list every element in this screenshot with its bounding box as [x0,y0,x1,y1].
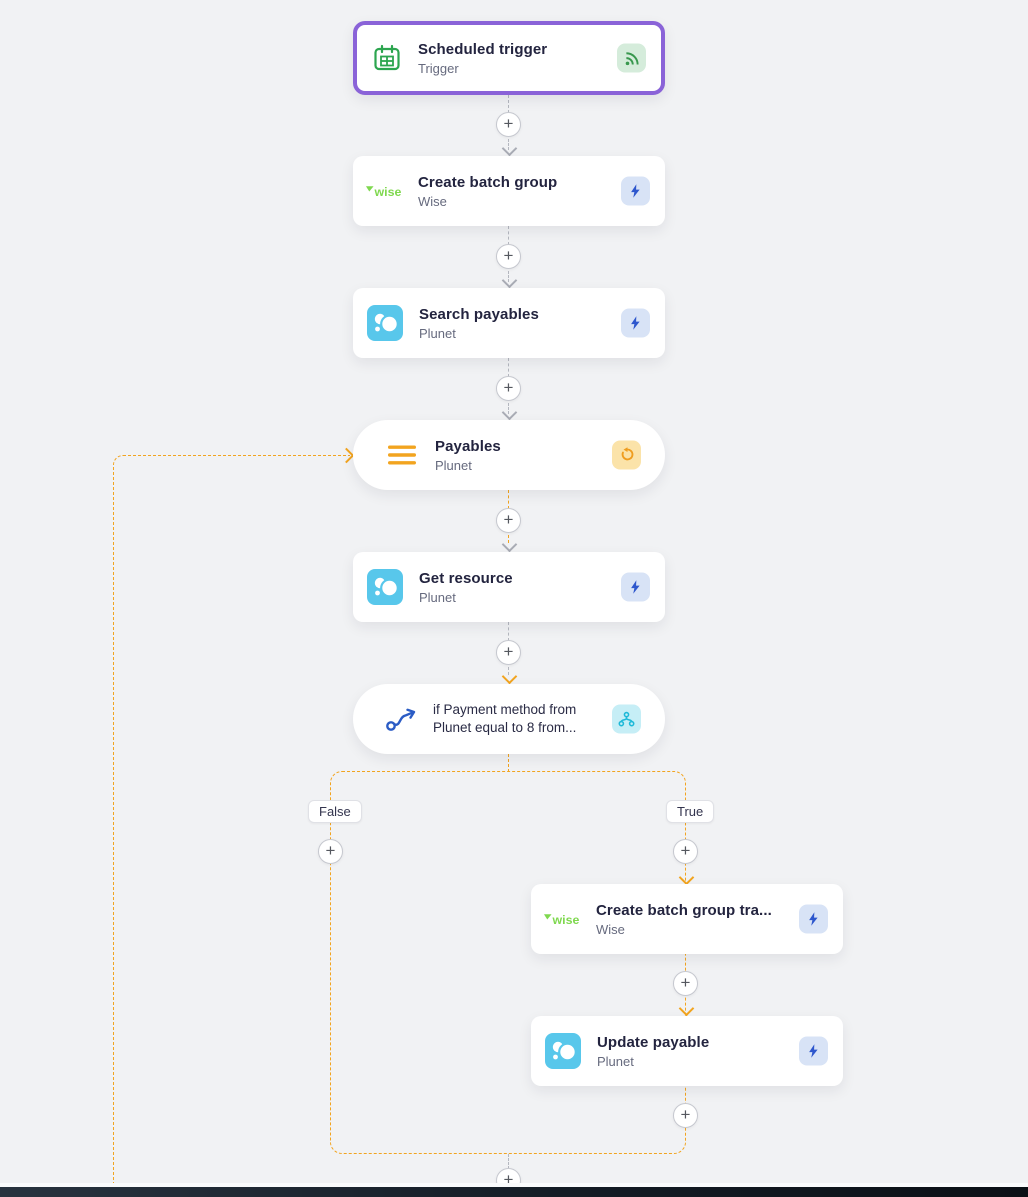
node-create-batch-group-transfer[interactable]: wise Create batch group tra... Wise [531,884,843,954]
node-title: Create batch group [418,173,558,191]
add-step-button[interactable]: + [496,376,521,401]
branch-icon [612,704,641,734]
arrow-down-icon [501,536,518,553]
node-scheduled-trigger[interactable]: Scheduled trigger Trigger [353,21,665,95]
loop-connector-line [508,490,509,509]
plunet-icon [545,1033,581,1069]
arrow-down-icon [501,140,518,157]
node-title: Get resource [419,569,513,587]
plunet-icon [367,305,403,341]
node-get-resource[interactable]: Get resource Plunet [353,552,665,622]
add-step-button-false-branch[interactable]: + [318,839,343,864]
condition-text-line2: Plunet equal to 8 from... [433,720,577,735]
action-bolt-icon [621,176,650,206]
add-step-button[interactable]: + [496,508,521,533]
arrow-down-icon [501,272,518,289]
path-arrow-icon [385,705,421,733]
wise-logo: wise [365,183,405,199]
loop-icon [612,440,641,470]
branch-label-true: True [666,800,715,823]
add-step-button-true-branch[interactable]: + [673,971,698,996]
add-step-button[interactable]: + [496,244,521,269]
arrow-down-icon [501,668,518,685]
connector-line [508,667,509,675]
node-condition[interactable]: if Payment method from Plunet equal to 8… [353,684,665,754]
node-payables-loop[interactable]: Payables Plunet [353,420,665,490]
node-subtitle: Wise [418,193,447,209]
connector-line [508,403,509,414]
connector-line [508,271,509,282]
node-subtitle: Wise [596,921,625,937]
list-icon [387,444,417,466]
branch-label-false: False [308,800,362,823]
node-subtitle: Plunet [419,325,456,341]
node-subtitle: Plunet [597,1053,634,1069]
node-subtitle: Plunet [435,457,472,473]
loopback-line [113,455,350,1197]
node-title: Search payables [419,305,539,323]
connector-line [508,1154,509,1169]
loop-connector-line [508,535,509,543]
action-bolt-icon [621,308,650,338]
condition-text-line1: if Payment method from [433,702,577,718]
node-update-payable[interactable]: Update payable Plunet [531,1016,843,1086]
node-title: Create batch group tra... [596,901,772,919]
svg-text:wise: wise [552,913,580,927]
node-title: Scheduled trigger [418,40,548,58]
connector-line [508,139,509,150]
add-step-button[interactable]: + [496,112,521,137]
node-subtitle: Trigger [418,60,459,76]
bottom-strip [0,1183,1028,1187]
bottom-bar [0,1187,1028,1197]
node-search-payables[interactable]: Search payables Plunet [353,288,665,358]
add-step-button[interactable]: + [496,640,521,665]
connector-line [508,95,509,113]
node-create-batch-group[interactable]: wise Create batch group Wise [353,156,665,226]
add-step-button-true-branch[interactable]: + [673,839,698,864]
branch-connector-line [508,754,509,772]
node-subtitle: Plunet [419,589,456,605]
connector-line [508,622,509,641]
calendar-icon [372,43,402,73]
action-bolt-icon [799,1036,828,1066]
arrow-down-icon [501,404,518,421]
connector-line [508,358,509,377]
trigger-feed-icon [617,43,646,73]
connector-line [508,226,509,245]
plunet-icon [367,569,403,605]
action-bolt-icon [799,904,828,934]
node-title: Payables [435,437,501,455]
branch-outline [330,771,686,1154]
add-step-button-true-branch[interactable]: + [673,1103,698,1128]
node-title: Update payable [597,1033,710,1051]
action-bolt-icon [621,572,650,602]
svg-text:wise: wise [374,185,402,199]
wise-logo: wise [543,911,583,927]
